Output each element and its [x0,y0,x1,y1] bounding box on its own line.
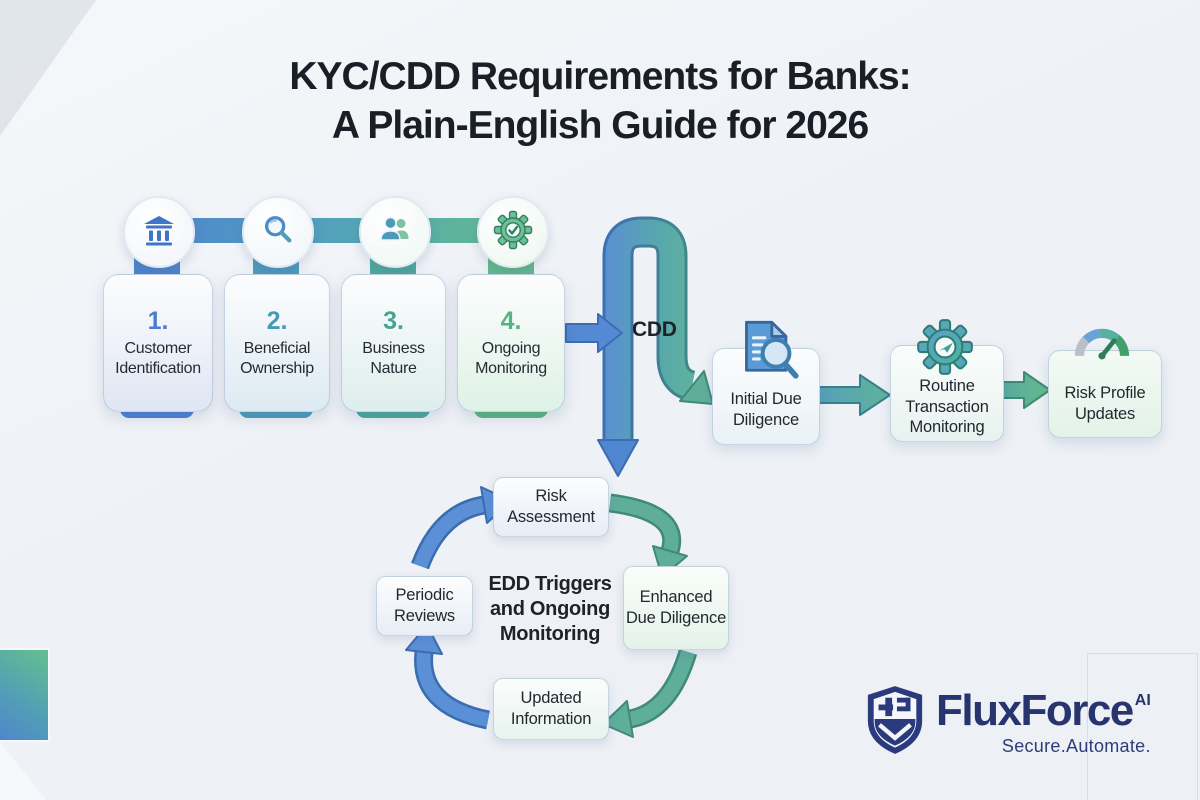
step-3-number: 3. [383,307,404,336]
title-line-2: A Plain-English Guide for 2026 [331,104,869,148]
corner-accent-bottom-right [1087,653,1198,800]
step-2-number: 2. [266,307,288,336]
step-2-icon-circle [242,196,314,268]
cycle-node-periodic-reviews: Periodic Reviews [376,576,473,636]
brand-name-text: FluxForce [936,685,1134,735]
enhanced-due-diligence-label: Enhanced Due Diligence [625,588,727,627]
step-card-1: 1. Customer Identification [103,274,213,412]
gear-icon [914,316,976,378]
updated-information-label: Updated Information [510,689,592,728]
step-4-icon-circle [477,196,549,268]
step-4-label: Ongoing Monitoring [475,340,547,377]
routine-monitoring-box: Routine Transaction Monitoring [890,345,1004,442]
step-2-label: Beneficial Ownership [240,340,314,377]
step-card-3: 3. Business Nature [341,274,446,412]
step-1-number: 1. [147,307,169,336]
shield-icon [864,684,926,761]
routine-monitoring-label: Routine Transaction Monitoring [905,377,989,437]
cycle-node-enhanced-due-diligence: Enhanced Due Diligence [623,566,729,650]
step-4-number: 4. [500,307,522,336]
brand-ai-superscript: AI [1134,691,1151,709]
periodic-reviews-label: Periodic Reviews [394,586,455,625]
risk-assessment-label: Risk Assessment [507,487,595,526]
cycle-arrow-bottom-right [602,649,698,738]
gear-check-icon [493,210,533,255]
gauge-icon [1068,318,1136,362]
cycle-arrow-bottom-left [405,624,491,730]
risk-profile-label: Risk Profile Updates [1064,384,1146,423]
risk-profile-box: Risk Profile Updates [1048,350,1162,438]
cdd-label: CDD [632,318,677,341]
title-line-1: KYC/CDD Requirements for Banks: [289,55,911,98]
document-search-icon [737,316,801,384]
initial-due-diligence-label: Initial Due Diligence [730,390,802,429]
step-card-2: 2. Beneficial Ownership [224,274,330,412]
step-3-icon-circle [359,196,431,268]
step-card-4: 4. Ongoing Monitoring [457,274,565,412]
arrow-initial-to-routine [817,374,891,416]
arrow-routine-to-risk [1001,371,1051,409]
step-3-label: Business Nature [362,340,425,377]
page-title: KYC/CDD Requirements for Banks: A Plain-… [0,52,1200,150]
step-1-icon-circle [123,196,195,268]
cycle-center-label: EDD Triggers and Ongoing Monitoring [488,573,612,645]
cdd-pipe-arrow [602,216,714,442]
steps-connector-bar [150,218,518,243]
cycle-node-updated-information: Updated Information [493,678,609,740]
cycle-node-risk-assessment: Risk Assessment [493,477,609,537]
cdd-down-arrow [597,439,639,477]
brand-tagline: Secure.Automate. [1001,735,1151,756]
cycle-arrow-top-right [608,493,688,578]
bank-icon [141,212,177,253]
gradient-square-accent [0,650,48,740]
users-icon [377,212,413,253]
step4-to-cdd-arrow [565,313,623,353]
magnifier-icon [261,213,295,252]
step-1-label: Customer Identification [115,340,201,377]
